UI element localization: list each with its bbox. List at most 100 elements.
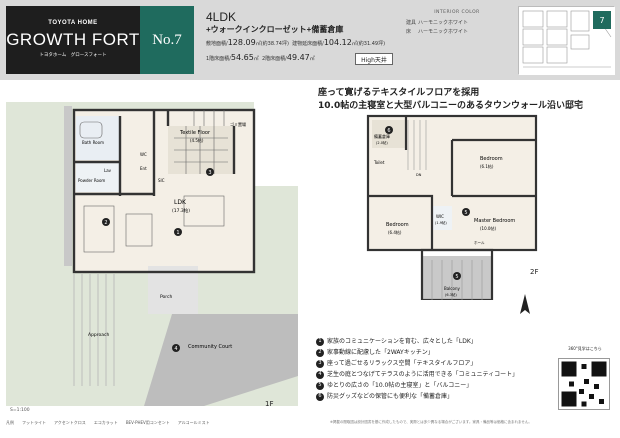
marker-6	[385, 126, 393, 134]
room-powder: Powder Room	[78, 178, 105, 183]
room-textile-size: (4.5帖)	[190, 137, 204, 143]
marker-1-text: 1	[176, 230, 179, 236]
header: TOYOTA HOME GROWTH FORT トヨタホーム グロースフォート …	[0, 0, 620, 80]
scale-label: S=1:100	[10, 408, 30, 413]
feature-number: 2	[316, 348, 324, 357]
area-info: 敷地面積/128.09㎡(約38.74坪) 建物延床面積/104.12㎡(約31…	[206, 38, 386, 47]
brand-logo-text: TOYOTA HOME GROWTH FORT トヨタホーム グロースフォート	[6, 6, 140, 74]
legend-item: フットライト	[22, 420, 46, 425]
floor-area-info: 1階床面積/54.65㎡ 2階床面積/49.47㎡	[206, 53, 315, 62]
marker-1	[174, 228, 182, 236]
plan-type: 4LDK	[206, 10, 237, 24]
legend-item: アクセントクロス	[54, 420, 86, 425]
legend-title: 凡例	[6, 420, 14, 425]
feature-text: 防災グッズなどの保管にも便利な「備蓄倉庫」	[327, 393, 454, 400]
floor-plan-1f: Bath Room Lav WC Powder Room Ent SIC Tex…	[4, 86, 298, 408]
room-balcony: Balcony	[444, 286, 460, 291]
area-unit: ㎡	[309, 56, 315, 62]
interior-row-label: 建具	[406, 20, 417, 26]
legend: 凡例 フットライト アクセントクロス エコカラット BEV·PHEV用コンセント…	[6, 418, 306, 428]
first-floor-label: 1階床面積	[206, 56, 230, 62]
room-hall: ホール	[474, 240, 485, 245]
room-ent: Ent	[140, 166, 147, 171]
interior-row-label: 床	[406, 29, 412, 35]
feature-text: 座って過ごせるリラックス空間「テキスタイルフロア」	[327, 360, 477, 367]
room-sic: SIC	[158, 178, 165, 183]
room-approach: Approach	[88, 332, 110, 338]
room-storage: 備蓄倉庫	[374, 133, 390, 139]
headline-line-2: 10.0帖の主寝室と大型バルコニーのあるタウンウォール沿い邸宅	[318, 101, 584, 111]
floor-area-value: 104.12	[323, 38, 352, 47]
legend-item: エコカラット	[93, 420, 118, 425]
lot-number: No.7	[140, 6, 194, 74]
footer-note: ※掲載の間取図は設計図書を基に作成したもので、実際とは多少異なる場合がございます…	[330, 420, 532, 424]
feature-text: 芝生の庭とつなげてテラスのように活用できる「コミュニティコート」	[327, 371, 519, 378]
marker-6-text: 6	[387, 128, 390, 134]
room-master-bedroom-size: (10.0帖)	[480, 225, 496, 231]
feature-text: 家族のコミュニケーションを育む、広々とした「LDK」	[327, 338, 477, 345]
feature-text: 家事動線に配慮した「2WAYキッチン」	[327, 349, 434, 356]
room-bath: Bath Room	[82, 140, 104, 145]
room-bedroom-top-size: (6.1帖)	[480, 163, 494, 169]
legend-item: BEV·PHEV用コンセント	[125, 420, 170, 425]
floor-plan-2f: 備蓄倉庫 (2.0帖) Toilet Bedroom (6.1帖) Bedroo…	[366, 114, 538, 300]
room-trash: ゴミ置場	[230, 121, 246, 127]
marker-2	[102, 218, 110, 226]
floor-area-unit: ㎡(約31.49坪)	[351, 41, 386, 47]
keymap-lot-number: 7	[599, 16, 604, 25]
brand-small: TOYOTA HOME	[48, 20, 98, 26]
feature-text: ゆとりの広さの「10.0帖の主寝室」と「バルコニー」	[327, 382, 473, 389]
interior-row: 建具 ハーモニックホワイト	[406, 18, 508, 27]
interior-color: INTERIOR COLOR 建具 ハーモニックホワイト 床 ハーモニックホワイ…	[406, 10, 508, 36]
keymap-drawing: 7	[519, 7, 615, 75]
brand-main: GROWTH FORT	[6, 30, 140, 49]
brand-sub: トヨタホーム グロースフォート	[39, 53, 107, 58]
room-wic: WIC	[436, 214, 444, 219]
room-bedroom-left: Bedroom	[386, 222, 409, 228]
marker-4-text: 4	[174, 346, 177, 352]
site-area-value: 128.09	[227, 38, 256, 47]
room-textile: Textile Floor	[179, 130, 211, 136]
legend-item: アルコールミスト	[177, 420, 210, 425]
floor-label-2f: 2F	[530, 268, 539, 276]
room-porch: Porch	[160, 294, 173, 300]
feature-number: 6	[316, 392, 324, 401]
marker-4	[172, 344, 180, 352]
room-balcony-size: (6.3帖)	[445, 292, 457, 297]
marker-3-text: 3	[208, 170, 211, 176]
marker-2-text: 2	[104, 220, 107, 226]
headline-line-1: 座って寛げるテキスタイルフロアを採用	[318, 88, 480, 98]
feature-number: 3	[316, 359, 324, 368]
marker-3	[206, 168, 214, 176]
room-master-bedroom: Master Bedroom	[474, 218, 515, 224]
marker-5b-text: 5	[455, 274, 458, 280]
room-lav: Lav	[104, 168, 112, 173]
plan-extras: +ウォークインクローゼット+備蓄倉庫	[206, 25, 344, 34]
room-wic-size: (1.9帖)	[435, 220, 447, 225]
second-floor-value: 49.47	[286, 53, 310, 62]
north-arrow-icon	[520, 294, 530, 314]
interior-row-value: ハーモニックホワイト	[418, 20, 469, 26]
room-toilet: Toilet	[373, 160, 385, 165]
room-ldk-size: (17.3帖)	[172, 207, 190, 214]
interior-row-value: ハーモニックホワイト	[418, 29, 469, 35]
second-floor-label: 2階床面積	[261, 56, 286, 62]
floor-area-label: 建物延床面積	[292, 41, 323, 47]
room-wc: WC	[140, 152, 147, 157]
qr-code[interactable]	[558, 358, 610, 410]
stairs-down: DN	[416, 173, 422, 177]
brand-logo: TOYOTA HOME GROWTH FORT トヨタホーム グロースフォート …	[6, 6, 194, 74]
first-floor-value: 54.65	[230, 53, 254, 62]
feature-number: 5	[316, 381, 324, 390]
headline: 座って寛げるテキスタイルフロアを採用 10.0帖の主寝室と大型バルコニーのあるタ…	[318, 87, 583, 113]
area-unit: ㎡	[253, 56, 259, 62]
site-keymap: 7	[518, 6, 615, 75]
room-bedroom-top: Bedroom	[480, 156, 503, 162]
site-area-unit: ㎡(約38.74坪)	[255, 41, 289, 47]
